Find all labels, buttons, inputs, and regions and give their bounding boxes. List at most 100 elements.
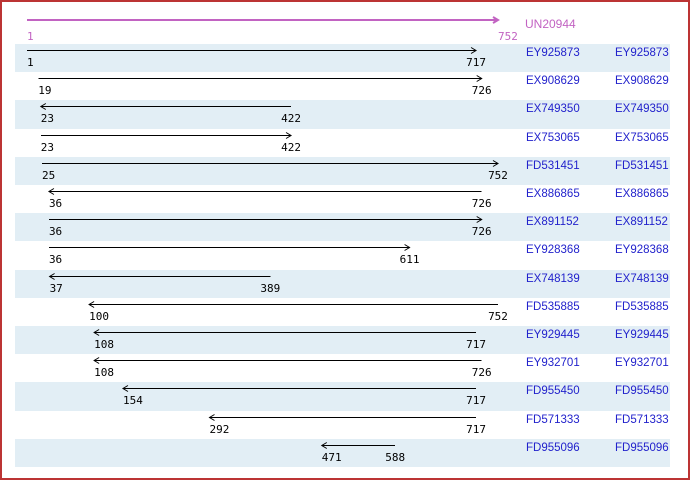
alignment-row: 23 422 EX753065 EX753065 <box>2 129 688 157</box>
alignment-arrow-right-icon <box>40 131 293 139</box>
alignment-row: 19 726 EX908629 EX908629 <box>2 72 688 100</box>
row-stripe-band <box>15 382 670 411</box>
alignment-end-coord: 752 <box>488 168 508 182</box>
alignment-row: 25 752 FD531451 FD531451 <box>2 156 688 185</box>
reference-name: UN20944 <box>525 17 576 31</box>
accession-link-col2[interactable]: EY932701 <box>615 357 669 370</box>
alignment-row: 36 726 EX891152 EX891152 <box>2 213 688 242</box>
alignment-end-coord: 422 <box>281 112 301 126</box>
alignment-start-coord: 471 <box>321 450 342 464</box>
alignment-arrow-left-icon <box>320 441 396 449</box>
alignment-end-coord: 717 <box>466 422 486 436</box>
accession-link-col1[interactable]: EY929445 <box>526 329 580 341</box>
alignment-start-coord: 23 <box>40 112 55 126</box>
alignment-arrow-left-icon <box>48 272 271 280</box>
accession-link-col2[interactable]: FD571333 <box>615 413 669 426</box>
row-stripe-band <box>15 213 670 242</box>
alignment-arrow-left-icon <box>93 357 482 365</box>
accession-link-col2[interactable]: FD955450 <box>615 385 669 398</box>
alignment-row: 108 726 EY932701 EY932701 <box>2 354 688 382</box>
accession-link-col1[interactable]: EX748139 <box>526 272 580 285</box>
alignment-end-coord: 389 <box>260 281 281 295</box>
alignment-start-coord: 100 <box>89 309 109 323</box>
row-stripe-band <box>15 438 670 467</box>
alignment-arrow-right-icon <box>48 244 411 252</box>
alignment-start-coord: 36 <box>48 253 63 267</box>
alignment-end-coord: 717 <box>466 56 486 69</box>
row-stripe-band <box>15 100 670 129</box>
accession-link-col1[interactable]: EX891152 <box>526 216 579 229</box>
alignment-arrow-right-icon <box>38 75 483 83</box>
alignment-arrow-right-icon <box>27 47 478 54</box>
accession-link-col1[interactable]: EX886865 <box>526 188 580 200</box>
alignment-start-coord: 154 <box>122 394 143 408</box>
row-stripe-band <box>15 269 670 298</box>
alignment-end-coord: 752 <box>488 309 508 323</box>
alignment-end-coord: 726 <box>471 197 492 210</box>
accession-link-col2[interactable]: EY929445 <box>615 329 669 341</box>
alignment-end-coord: 726 <box>471 225 492 239</box>
alignment-end-coord: 726 <box>471 84 492 98</box>
accession-link-col1[interactable]: FD955096 <box>526 441 580 454</box>
alignment-arrow-left-icon <box>208 413 477 421</box>
accession-link-col1[interactable]: EY925873 <box>526 47 580 59</box>
alignment-start-coord: 36 <box>48 197 63 210</box>
accession-link-col1[interactable]: FD571333 <box>526 413 580 426</box>
accession-link-col1[interactable]: EX908629 <box>526 75 580 88</box>
alignment-start-coord: 23 <box>40 140 55 154</box>
row-stripe-band <box>15 44 670 73</box>
alignment-row: 100 752 FD535885 FD535885 <box>2 298 688 326</box>
accession-link-col2[interactable]: FD955096 <box>615 441 669 454</box>
alignment-row: 292 717 FD571333 FD571333 <box>2 411 688 439</box>
accession-link-col1[interactable]: EY928368 <box>526 244 580 257</box>
accession-link-col2[interactable]: EY928368 <box>615 244 669 257</box>
accession-link-col1[interactable]: FD955450 <box>526 385 580 398</box>
accession-link-col2[interactable]: FD535885 <box>615 300 669 313</box>
alignment-arrow-left-icon <box>121 385 477 393</box>
alignment-start-coord: 1 <box>27 56 34 69</box>
alignment-start-coord: 36 <box>48 225 63 239</box>
row-stripe-band <box>15 156 670 185</box>
accession-link-col2[interactable]: EX749350 <box>615 103 669 116</box>
accession-link-col2[interactable]: FD531451 <box>615 159 669 172</box>
alignment-start-coord: 108 <box>94 366 114 380</box>
accession-link-col1[interactable]: EX753065 <box>526 131 580 144</box>
accession-link-col2[interactable]: EX891152 <box>615 216 668 229</box>
alignment-end-coord: 422 <box>281 140 301 154</box>
accession-link-col2[interactable]: EY925873 <box>615 47 669 59</box>
alignment-row: 36 726 EX886865 EX886865 <box>2 185 688 213</box>
alignment-start-coord: 19 <box>38 84 52 98</box>
alignment-arrow-left-icon <box>88 300 498 308</box>
accession-link-col1[interactable]: FD531451 <box>526 159 580 172</box>
alignment-end-coord: 717 <box>466 338 486 351</box>
accession-link-col1[interactable]: EX749350 <box>526 103 580 116</box>
accession-link-col2[interactable]: EX886865 <box>615 188 669 200</box>
alignment-arrow-right-icon <box>48 216 483 224</box>
alignment-start-coord: 37 <box>49 281 63 295</box>
reference-start-coord: 1 <box>27 30 34 43</box>
alignment-end-coord: 588 <box>385 450 406 464</box>
accession-link-col2[interactable]: EX908629 <box>615 75 669 88</box>
alignment-row: 37 389 EX748139 EX748139 <box>2 269 688 298</box>
alignment-arrow-left-icon <box>39 103 292 111</box>
alignment-row: 1 717 EY925873 EY925873 <box>2 44 688 73</box>
alignment-start-coord: 292 <box>209 422 230 436</box>
alignment-row: 23 422 EX749350 EX749350 <box>2 100 688 129</box>
alignment-row: 108 717 EY929445 EY929445 <box>2 326 688 355</box>
reference-track: 1 752 UN20944 <box>2 2 688 44</box>
row-stripe-band <box>15 326 670 355</box>
accession-link-col2[interactable]: EX748139 <box>615 272 669 285</box>
reference-arrow-icon <box>27 16 500 24</box>
accession-link-col1[interactable]: EY932701 <box>526 357 580 370</box>
alignment-arrow-right-icon <box>42 159 499 167</box>
alignment-start-coord: 25 <box>42 168 56 182</box>
alignment-arrow-left-icon <box>93 329 477 336</box>
alignment-start-coord: 108 <box>94 338 114 351</box>
alignment-end-coord: 726 <box>471 366 492 380</box>
alignment-arrow-left-icon <box>47 188 482 195</box>
reference-end-coord: 752 <box>498 30 518 43</box>
accession-link-col1[interactable]: FD535885 <box>526 300 580 313</box>
accession-link-col2[interactable]: EX753065 <box>615 131 669 144</box>
